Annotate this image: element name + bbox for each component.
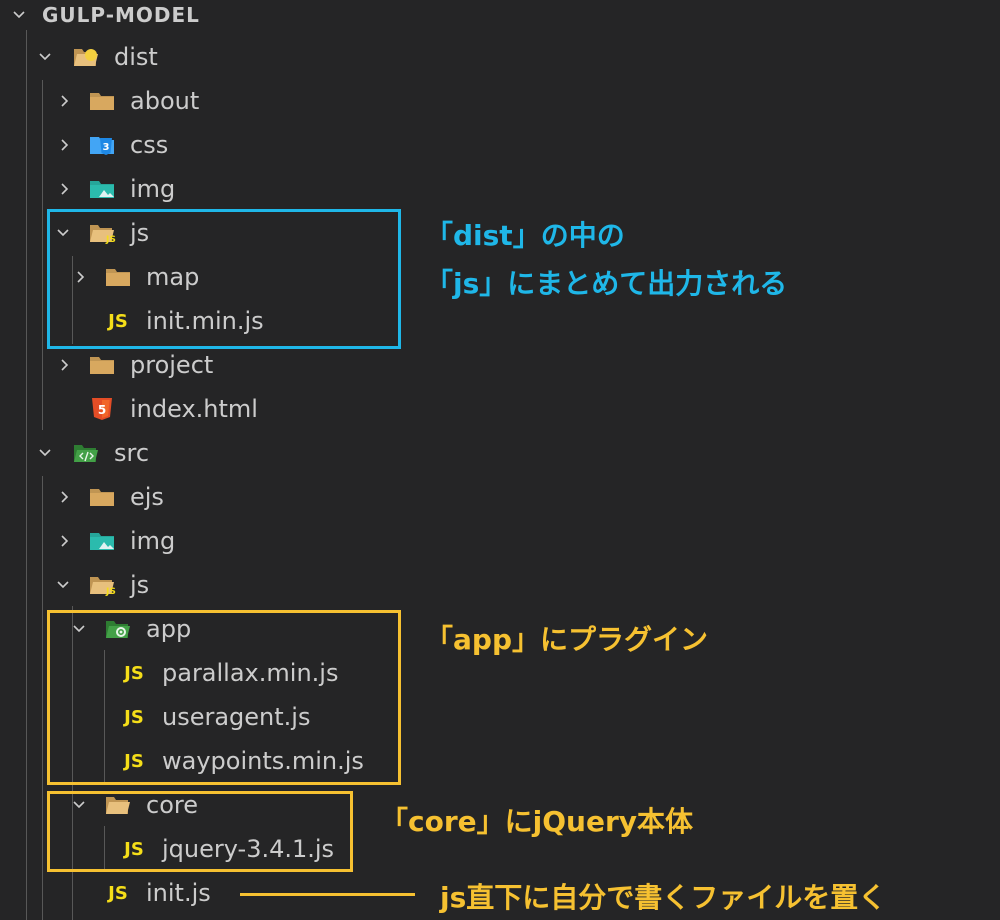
chevron-down-icon[interactable] xyxy=(56,578,70,592)
folder-icon xyxy=(104,265,132,289)
tree-item-css[interactable]: 3 css xyxy=(0,123,1000,167)
tree-item-ejs[interactable]: ejs xyxy=(0,475,1000,519)
folder-open-dist-icon xyxy=(72,45,100,69)
chevron-right-icon[interactable] xyxy=(58,534,72,548)
tree-item-init-js[interactable]: JS init.js xyxy=(0,871,1000,915)
chevron-right-icon[interactable] xyxy=(58,490,72,504)
app-highlight-box xyxy=(47,610,401,785)
tree-item-label: index.html xyxy=(130,395,258,423)
app-note: 「app」にプラグイン xyxy=(425,623,708,656)
indent-guide xyxy=(104,650,105,782)
root-folder-row[interactable]: GULP-MODEL xyxy=(0,0,1000,30)
tree-item-label: dist xyxy=(114,43,158,71)
indent-guide xyxy=(104,826,105,870)
src-folder-open-icon xyxy=(72,441,100,465)
app-folder-open-icon xyxy=(104,617,132,641)
js-file-icon: JS xyxy=(108,882,128,904)
tree-item-label: map xyxy=(146,263,200,291)
tree-item-waypoints-min-js[interactable]: JS waypoints.min.js xyxy=(0,739,1000,783)
tree-item-label: init.min.js xyxy=(146,307,264,335)
css-badge: 3 xyxy=(103,142,110,153)
image-folder-icon xyxy=(88,177,116,201)
tree-item-map[interactable]: map xyxy=(0,255,1000,299)
chevron-down-icon[interactable] xyxy=(72,622,86,636)
js-folder-open-icon: JS xyxy=(88,573,116,597)
tree-item-dist-js[interactable]: JS js xyxy=(0,211,1000,255)
root-folder-label: GULP-MODEL xyxy=(42,3,200,27)
indent-guide xyxy=(26,30,27,920)
chevron-right-icon[interactable] xyxy=(58,182,72,196)
folder-icon xyxy=(88,353,116,377)
tree-item-label: js xyxy=(130,219,150,247)
tree-item-label: jquery-3.4.1.js xyxy=(162,835,335,863)
tree-item-label: parallax.min.js xyxy=(162,659,339,687)
chevron-right-icon[interactable] xyxy=(58,138,72,152)
dist-js-highlight-box xyxy=(47,209,401,349)
tree-item-label: img xyxy=(130,527,176,555)
tree-item-src-js[interactable]: JS js xyxy=(0,563,1000,607)
chevron-right-icon[interactable] xyxy=(58,94,72,108)
tree-item-app[interactable]: app xyxy=(0,607,1000,651)
indent-guide xyxy=(72,606,73,920)
tree-item-label: project xyxy=(130,351,214,379)
tree-item-label: about xyxy=(130,87,200,115)
chevron-down-icon[interactable] xyxy=(56,226,70,240)
js-folder-open-icon: JS xyxy=(88,221,116,245)
html5-badge: 5 xyxy=(98,403,106,417)
tree-item-src[interactable]: src xyxy=(0,431,1000,475)
indent-guide xyxy=(42,80,43,430)
js-file-icon: JS xyxy=(124,706,144,728)
tree-item-dist[interactable]: dist xyxy=(0,35,1000,79)
init-note: js直下に自分で書くファイルを置く xyxy=(440,881,887,914)
tree-item-label: init.js xyxy=(146,879,211,907)
tree-item-label: css xyxy=(130,131,169,159)
folder-icon xyxy=(88,89,116,113)
chevron-right-icon[interactable] xyxy=(74,270,88,284)
js-badge: JS xyxy=(105,235,116,245)
html5-icon: 5 xyxy=(88,397,116,421)
tree-item-label: app xyxy=(146,615,192,643)
folder-icon xyxy=(88,485,116,509)
tree-item-parallax-min-js[interactable]: JS parallax.min.js xyxy=(0,651,1000,695)
folder-open-icon xyxy=(104,793,132,817)
tree-item-index-html[interactable]: 5 index.html xyxy=(0,387,1000,431)
dist-js-note-line2: 「js」にまとめて出力される xyxy=(425,267,788,300)
chevron-down-icon[interactable] xyxy=(72,798,86,812)
js-file-icon: JS xyxy=(124,750,144,772)
tree-item-label: core xyxy=(146,791,198,819)
tree-item-jquery-js[interactable]: JS jquery-3.4.1.js xyxy=(0,827,1000,871)
tree-item-label: ejs xyxy=(130,483,164,511)
indent-guide xyxy=(42,476,43,920)
chevron-right-icon[interactable] xyxy=(58,358,72,372)
indent-guide xyxy=(72,256,73,344)
tree-item-init-min-js[interactable]: JS init.min.js xyxy=(0,299,1000,343)
chevron-down-icon[interactable] xyxy=(38,50,52,64)
tree-item-src-img[interactable]: img xyxy=(0,519,1000,563)
js-badge: JS xyxy=(105,587,116,597)
tree-item-label: img xyxy=(130,175,176,203)
tree-item-core[interactable]: core xyxy=(0,783,1000,827)
tree-item-label: waypoints.min.js xyxy=(162,747,364,775)
tree-item-useragent-js[interactable]: JS useragent.js xyxy=(0,695,1000,739)
js-file-icon: JS xyxy=(124,838,144,860)
tree-item-label: useragent.js xyxy=(162,703,311,731)
dist-js-note-line1: 「dist」の中の xyxy=(425,219,625,252)
tree-item-label: js xyxy=(130,571,150,599)
chevron-down-icon[interactable] xyxy=(38,446,52,460)
init-pointer-line xyxy=(240,893,415,896)
js-file-icon: JS xyxy=(124,662,144,684)
js-file-icon: JS xyxy=(108,310,128,332)
core-highlight-box xyxy=(47,791,353,872)
tree-item-about[interactable]: about xyxy=(0,79,1000,123)
core-note: 「core」にjQuery本体 xyxy=(380,805,694,838)
tree-item-project[interactable]: project xyxy=(0,343,1000,387)
css-folder-icon: 3 xyxy=(88,133,116,157)
image-folder-icon xyxy=(88,529,116,553)
tree-item-label: src xyxy=(114,439,150,467)
chevron-down-icon[interactable] xyxy=(12,8,26,22)
tree-item-img[interactable]: img xyxy=(0,167,1000,211)
